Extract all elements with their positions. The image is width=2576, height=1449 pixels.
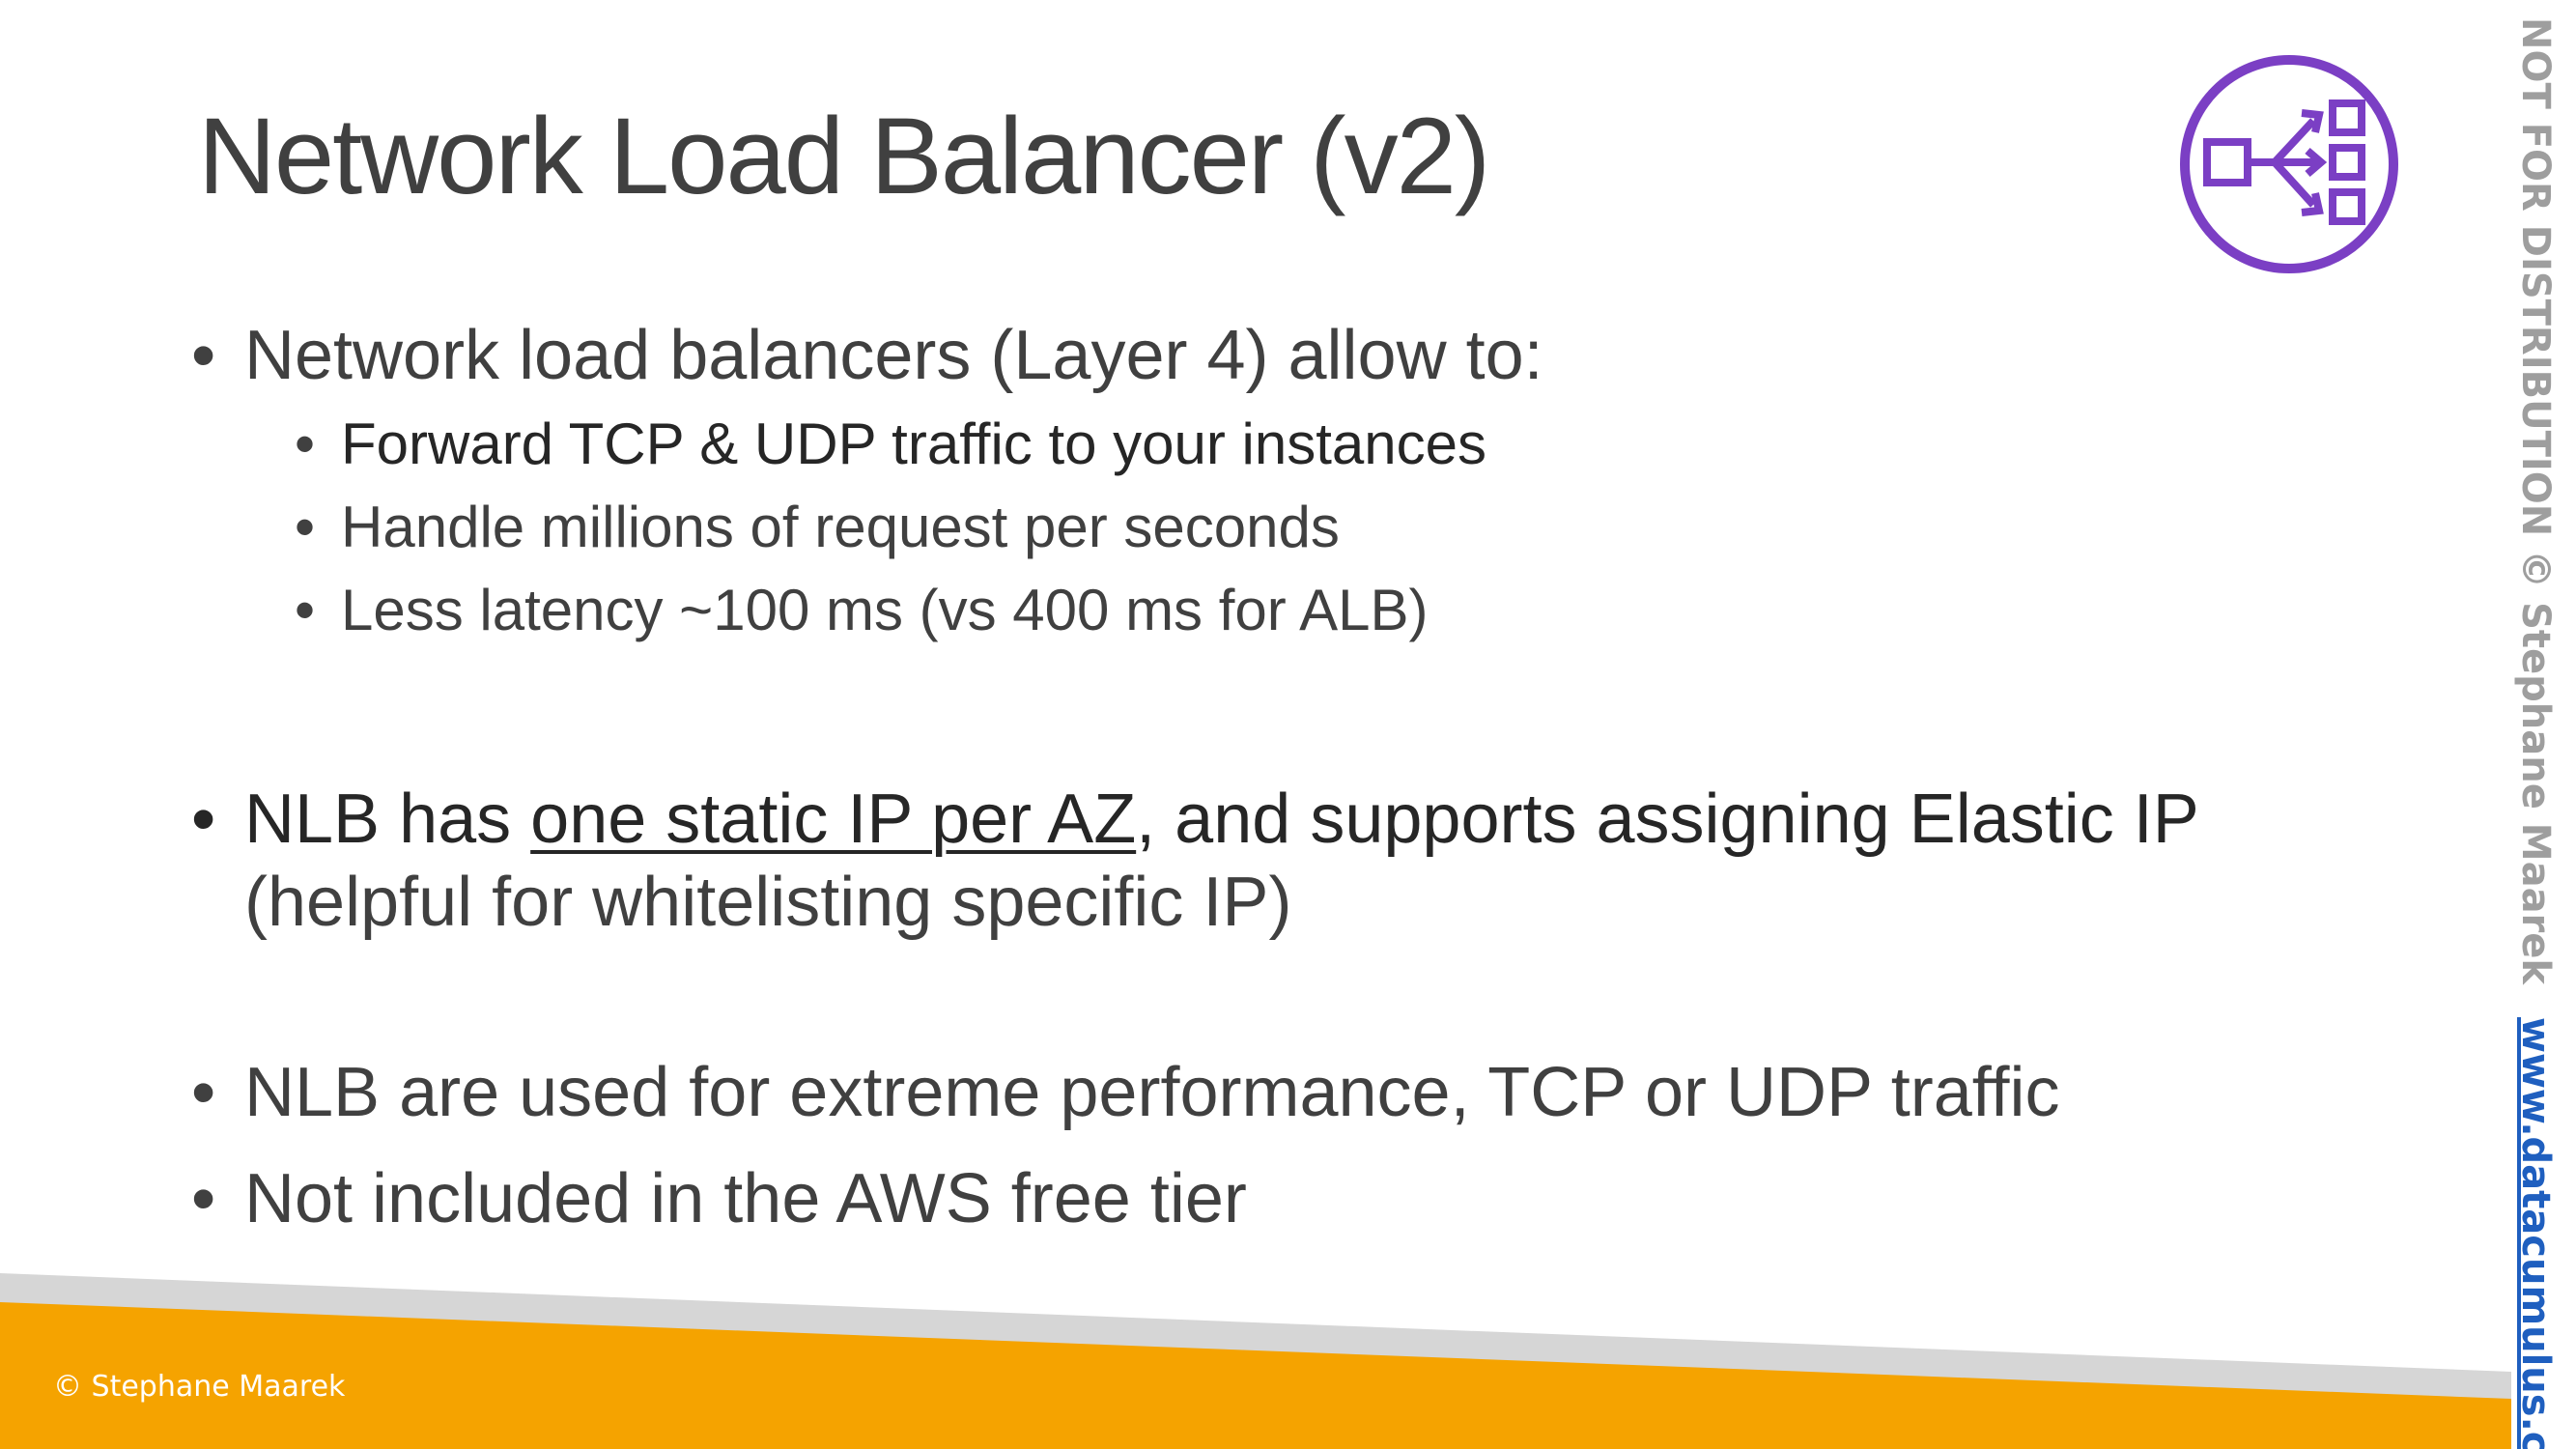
bullet-static-ip: • NLB has one static IP per AZ, and supp… [191, 778, 2199, 861]
bullet-dot: • [295, 578, 316, 642]
sub-bullet-text: Handle millions of request per seconds [341, 495, 1340, 559]
sub-bullet-millions: • Handle millions of request per seconds [295, 493, 1340, 562]
bullet-dot: • [295, 495, 316, 559]
bullet-layer4: • Network load balancers (Layer 4) allow… [191, 314, 1543, 397]
bullet-dot: • [295, 412, 316, 476]
sub-bullet-text: Less latency ~100 ms (vs 400 ms for ALB) [341, 578, 1429, 642]
watermark-text: NOT FOR DISTRIBUTION © Stephane Maarek [2513, 17, 2558, 985]
bullet-text-line2: (helpful for whitelisting specific IP) [244, 864, 1292, 941]
bullet-extreme-performance: • NLB are used for extreme performance, … [191, 1051, 2060, 1134]
sub-bullet-forward: • Forward TCP & UDP traffic to your inst… [295, 410, 1487, 479]
bullet-dot: • [191, 1160, 216, 1237]
bullet-text: NLB are used for extreme performance, TC… [244, 1054, 2060, 1131]
network-load-balancer-icon [2180, 55, 2398, 273]
bullet-text-part2: , and supports assigning Elastic IP [1136, 781, 2199, 858]
bullet-dot: • [191, 1054, 216, 1131]
side-watermark: NOT FOR DISTRIBUTION © Stephane Maarek ww… [2513, 17, 2558, 1449]
bullet-text-part1: NLB has [244, 781, 531, 858]
bullet-dot: • [191, 781, 216, 858]
bullet-text: Network load balancers (Layer 4) allow t… [244, 317, 1543, 394]
bullet-dot: • [191, 317, 216, 394]
bullet-text: Not included in the AWS free tier [244, 1160, 1247, 1237]
bullet-static-ip-continued: (helpful for whitelisting specific IP) [244, 861, 1291, 944]
datacumulus-link[interactable]: www.datacumulus.com [2513, 1017, 2558, 1449]
slide-title: Network Load Balancer (v2) [198, 96, 1490, 216]
sub-bullet-text: Forward TCP & UDP traffic to your instan… [341, 412, 1487, 476]
bullet-free-tier: • Not included in the AWS free tier [191, 1157, 1247, 1240]
footer-copyright: © Stephane Maarek [53, 1370, 346, 1404]
sub-bullet-latency: • Less latency ~100 ms (vs 400 ms for AL… [295, 576, 1429, 645]
bullet-text-underlined: one static IP per AZ [530, 781, 1137, 858]
